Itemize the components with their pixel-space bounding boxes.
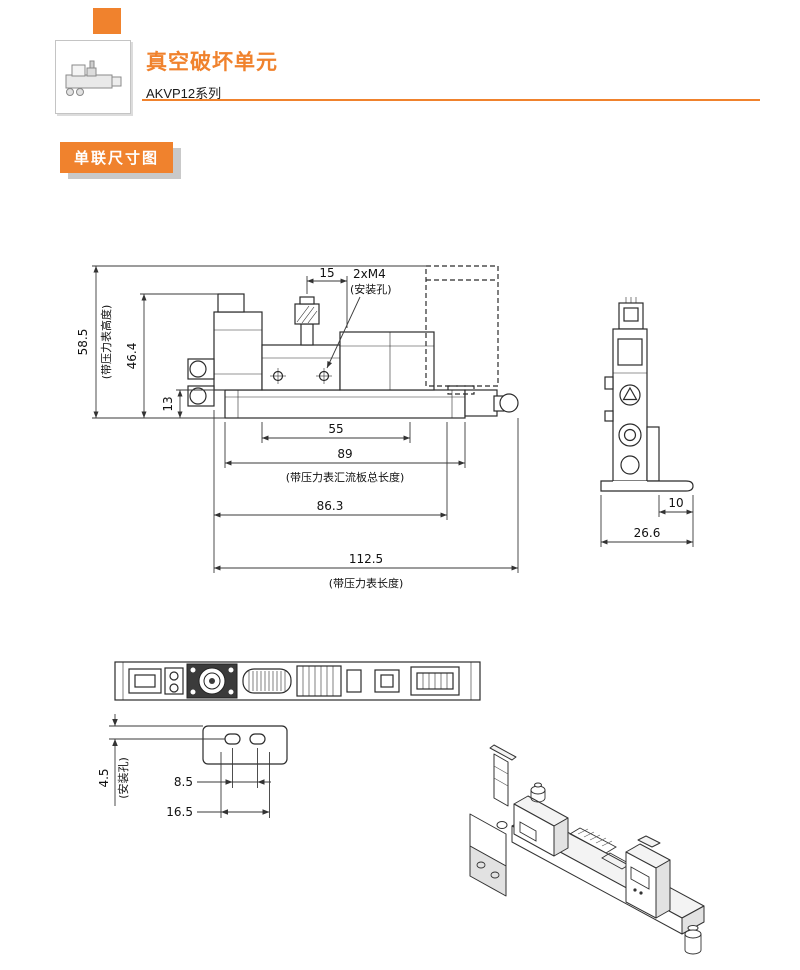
end-view-part <box>600 297 694 492</box>
dim-bracket-width: 10 <box>668 496 683 510</box>
dim-top-pitch: 15 <box>319 266 334 280</box>
isometric-drawing <box>469 744 705 955</box>
section-badge: 单联尺寸图 <box>60 142 174 173</box>
dim-height-port: 13 <box>161 396 175 411</box>
series-name: AKVP12系列 <box>146 86 222 101</box>
page-title: 真空破坏单元 <box>146 51 278 74</box>
label-mount-hole: 2xM4 <box>353 267 386 281</box>
note-mount-hole: (安装孔) <box>350 282 392 296</box>
dim-hole-span: 16.5 <box>166 805 193 819</box>
header-rule <box>142 99 760 101</box>
side-view-part <box>187 265 519 419</box>
isometric-part <box>469 744 705 955</box>
header: 真空破坏单元 AKVP12系列 <box>146 46 278 102</box>
top-view-dimensions: 4.5 (安装孔) 8.5 16.5 <box>97 714 271 819</box>
dim-hole-pitch: 8.5 <box>174 775 193 789</box>
dim-height-total: 58.5 <box>76 329 90 356</box>
note-len-manifold: (带压力表汇流板总长度) <box>286 470 405 484</box>
dim-hole-offset: 4.5 <box>97 768 111 787</box>
dim-height-body: 46.4 <box>125 343 139 370</box>
end-view-dimensions: 10 26.6 <box>600 495 694 547</box>
side-view-drawing: 58.5 (带压力表高度) 46.4 13 15 2xM4 (安装孔) <box>76 265 519 590</box>
side-view-dimensions: 58.5 (带压力表高度) 46.4 13 15 2xM4 (安装孔) <box>76 265 519 590</box>
dim-len-body: 86.3 <box>317 499 344 513</box>
top-view-part <box>114 661 481 765</box>
product-photo <box>65 60 122 96</box>
note-len-total: (带压力表长度) <box>329 576 404 590</box>
dim-total-width: 26.6 <box>634 526 661 540</box>
note-mount-hole-top: (安装孔) <box>116 757 130 799</box>
dim-len-manifold: 89 <box>337 447 352 461</box>
end-view-drawing: 10 26.6 <box>600 297 694 547</box>
dim-len-plate: 55 <box>328 422 343 436</box>
product-thumbnail <box>55 40 131 114</box>
top-view-drawing: 4.5 (安装孔) 8.5 16.5 <box>97 661 481 819</box>
section-badge-wrap: 单联尺寸图 <box>60 142 182 179</box>
note-height-total: (带压力表高度) <box>99 305 113 380</box>
dim-len-total: 112.5 <box>349 552 383 566</box>
top-accent-tab <box>93 8 121 34</box>
